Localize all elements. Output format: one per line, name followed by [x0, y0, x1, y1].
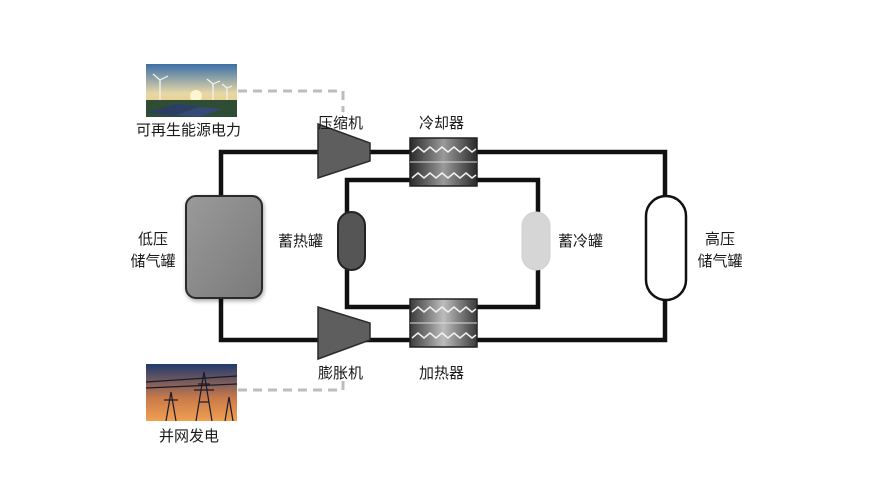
heater-label: 加热器 [419, 364, 465, 382]
renewable-power-label: 可再生能源电力 [136, 121, 242, 139]
expander-icon [317, 305, 371, 361]
grid-power-label: 并网发电 [159, 427, 220, 445]
cooler-heat-exchanger [409, 137, 478, 187]
high-pressure-tank-label-line2: 储气罐 [697, 252, 743, 270]
heat-storage-tank [337, 211, 366, 271]
grid-power-image [145, 364, 238, 422]
cold-storage-tank [521, 211, 551, 271]
low-pressure-tank-label-line1: 低压 [137, 230, 168, 248]
cold-storage-label: 蓄冷罐 [558, 232, 604, 250]
renewable-dashed-link [238, 89, 345, 112]
compressor-icon [317, 122, 371, 180]
low-pressure-tank [185, 195, 263, 299]
high-pressure-tank-label-line1: 高压 [704, 230, 735, 248]
cooler-label: 冷却器 [419, 114, 465, 132]
renewable-energy-image [146, 64, 237, 117]
inner-loop-pipe [344, 177, 541, 310]
heater-heat-exchanger [409, 298, 478, 348]
heat-storage-label: 蓄热罐 [278, 232, 324, 250]
high-pressure-tank-label: 高压 储气罐 [690, 228, 750, 272]
compressor-label: 压缩机 [318, 114, 364, 132]
low-pressure-tank-label-line2: 储气罐 [130, 252, 176, 270]
grid-dashed-link [238, 372, 345, 392]
expander-label: 膨胀机 [318, 364, 364, 382]
low-pressure-tank-label: 低压 储气罐 [123, 228, 183, 272]
high-pressure-tank [644, 194, 688, 302]
